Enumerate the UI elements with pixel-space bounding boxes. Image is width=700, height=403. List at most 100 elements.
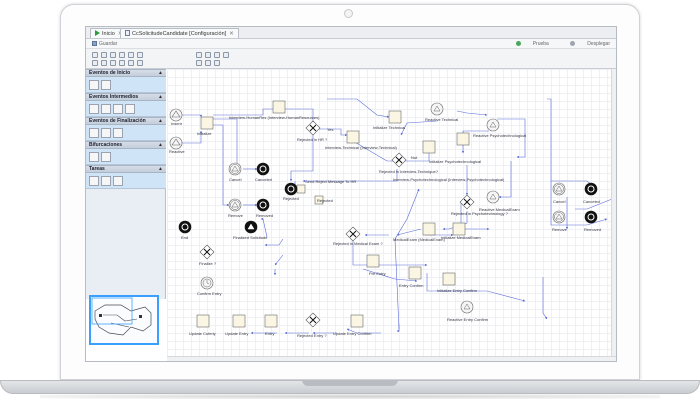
edge[interactable] [497,118,526,159]
task-entry[interactable]: Entry [264,314,278,336]
pointer-icon[interactable] [137,52,143,58]
edge[interactable] [404,150,431,162]
palette-section-intermediate-events[interactable]: Eventos Intermedios▲ [86,93,166,101]
signal-event-icon[interactable] [125,104,135,114]
tab-process-configuration[interactable]: CcSolicitudeCandidate [Configuración]✕ [120,28,239,38]
delete-icon[interactable] [92,60,98,66]
align-left-icon[interactable] [196,52,202,58]
close-icon[interactable]: ✕ [229,31,234,37]
intermediate-event-remove[interactable]: Remove [228,198,244,218]
timer-event-icon[interactable] [101,104,111,114]
gateway-rejected-psychotechnology[interactable]: Rejected in Psychotechnology ? [451,194,509,216]
intermediate-event-remove-right[interactable]: Remove [552,210,568,232]
end-event-removed-right[interactable]: Removed [584,210,601,232]
zoom-out-icon[interactable] [128,60,134,66]
link-event-icon[interactable] [89,104,99,114]
edge[interactable] [547,98,598,190]
align-center-icon[interactable] [205,52,211,58]
collapse-icon[interactable]: ▲ [158,166,163,172]
end-event-rejected[interactable]: Rejected [283,182,299,201]
palette-section-end-events[interactable]: Eventos de Finalización▲ [86,117,166,125]
end-event-icon[interactable] [101,128,111,138]
undo-icon[interactable] [101,60,107,66]
edge[interactable] [396,228,422,236]
new-icon[interactable] [92,52,98,58]
task-update-entry[interactable]: Update Entry [225,314,248,336]
task-initialize-medical[interactable]: Initialize MedicalExam [441,222,481,240]
edge[interactable] [346,328,381,334]
task-initialize-entry-confirm[interactable]: Initialize Entry Confirm [437,272,478,293]
task-interview-psychotechnological[interactable]: Interview-Psychotechnological (Interview… [393,140,505,182]
edge[interactable] [542,277,548,320]
terminate-event-icon[interactable] [113,128,123,138]
align-right-icon[interactable] [214,52,220,58]
collapse-icon[interactable]: ▲ [158,118,163,124]
edge[interactable] [400,120,438,136]
parallel-gateway-icon[interactable] [89,152,99,162]
gateway-finalize[interactable]: Finalize ? [199,244,217,266]
edge[interactable] [394,188,420,330]
message-event-icon[interactable] [113,104,123,114]
diagram-canvas[interactable]: Inserir Reactive Initialize Ca [167,69,616,361]
intermediate-event-cancel[interactable]: Cancel [228,162,242,182]
task-interview-technical[interactable]: Interview-Technical (Interview-Technical… [325,130,397,150]
task-entry-confirm[interactable]: Entry Confirm [399,266,424,288]
task-medical-exam[interactable]: MedicalExam (MedicalExam) [393,222,445,242]
task-initialize-technical[interactable]: Initialize Technical [373,110,405,130]
edge[interactable] [283,108,315,124]
end-event-canceled[interactable]: Canceled [255,162,272,182]
intermediate-event-send-reject[interactable]: Send Reject Message To HR [296,179,356,194]
intermediate-event-reactive-entry-confirm[interactable]: Reactive Entry Confirm [447,300,489,322]
task-interview-hr[interactable]: Interview-HumanRes (Interview-HumanResou… [229,100,320,120]
edge[interactable] [498,161,512,199]
zoom-in-icon[interactable] [119,60,125,66]
edge[interactable] [213,118,238,171]
edge[interactable] [213,107,276,116]
cut-icon[interactable] [128,52,134,58]
edge[interactable] [362,268,418,283]
task-icon[interactable] [89,176,99,186]
intermediate-event-reactive-medical[interactable]: Reactive MedicalExam [479,190,520,212]
vertical-scrollbar[interactable] [611,69,616,361]
task-initialize[interactable]: Initialize [197,116,214,136]
intermediate-event-cancel-right[interactable]: Cancel [552,182,566,204]
edge[interactable] [260,217,268,238]
edge[interactable] [213,124,230,207]
palette-section-start-events[interactable]: Eventos de Inicio▲ [86,69,166,77]
edge[interactable] [319,128,348,137]
intermediate-event-reactive-technical[interactable]: Reactive Technical [425,102,458,122]
start-message-event-icon[interactable] [101,80,111,90]
user-task-icon[interactable] [101,176,111,186]
edge[interactable] [352,140,398,163]
align-middle-icon[interactable] [205,60,211,66]
fit-icon[interactable] [137,60,143,66]
gateway-rejected-entry[interactable]: Rejected Entry ? [297,312,327,338]
edge[interactable] [426,273,526,302]
open-icon[interactable] [101,52,107,58]
gateway-rejected-hr[interactable]: Rejected in HR ? [297,120,328,142]
task-update-entry-confirm[interactable]: Update Entry Confirm [333,314,372,336]
save-button[interactable]: Guardar [92,41,117,47]
task-pre-entry[interactable]: Pre Entry [366,254,386,276]
edge[interactable] [456,110,488,116]
exclusive-gateway-icon[interactable] [101,152,111,162]
edge[interactable] [182,130,203,144]
align-bottom-icon[interactable] [214,60,220,66]
grid-icon[interactable] [223,52,229,58]
edge[interactable] [274,254,284,266]
edge[interactable] [182,114,203,118]
edge[interactable] [302,169,398,183]
paste-icon[interactable] [119,52,125,58]
edge[interactable] [289,135,314,182]
horizontal-scrollbar[interactable] [167,356,616,361]
collapse-icon[interactable]: ▲ [158,142,163,148]
end-event-end[interactable]: End [178,220,192,240]
gateway-rejected-medical[interactable]: Rejected in Medical Exam ? [333,226,383,246]
timer-event-confirm-entry[interactable]: Confirm Entry [197,276,221,296]
diagram-minimap[interactable] [89,295,159,345]
edge[interactable] [327,98,390,118]
copy-icon[interactable] [110,52,116,58]
test-button[interactable]: Prueba [506,41,549,47]
collapse-icon[interactable]: ▲ [158,94,163,100]
end-event-finalized[interactable]: Finalized Solicitude [233,220,268,240]
